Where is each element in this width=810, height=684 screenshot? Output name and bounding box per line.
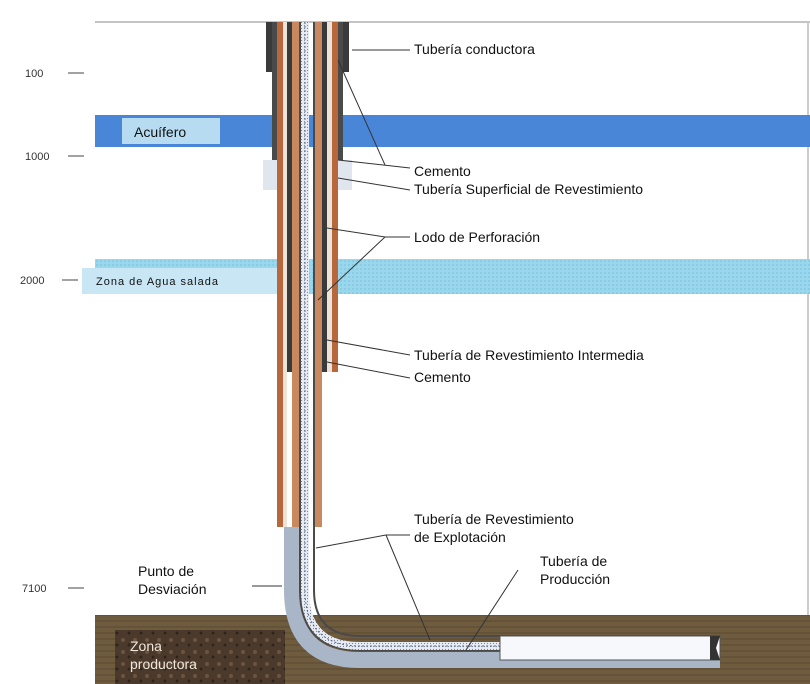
casing-brown-left	[277, 22, 283, 527]
leader-lines	[252, 49, 519, 651]
label-production-tubing-1: Tubería de	[540, 553, 607, 569]
saltwater-label-box	[82, 268, 280, 294]
depth-2000-label: 2000	[20, 275, 44, 287]
exploitation-casing-inner-wall-bottom	[313, 22, 720, 637]
label-deviation-point-1: Punto de	[138, 563, 194, 579]
depth-100-label: 100	[25, 68, 43, 80]
label-surface-casing: Tubería Superficial de Revestimiento	[414, 181, 643, 197]
horizontal-section	[499, 635, 721, 661]
label-exploitation-casing-1: Tubería de Revestimiento	[414, 511, 574, 527]
label-drilling-mud: Lodo de Perforación	[414, 229, 540, 245]
casing-brown-right	[332, 22, 338, 372]
surface-casing	[263, 22, 352, 190]
production-zone-label-1: Zona	[130, 638, 162, 654]
depth-1000-label: 1000	[25, 151, 49, 163]
conductor-pipe	[266, 22, 349, 72]
production-zone-label-2: productora	[130, 656, 197, 672]
cement-right	[327, 22, 332, 372]
production-zone-box	[115, 630, 285, 684]
label-intermediate-casing: Tubería de Revestimiento Intermedia	[414, 347, 644, 363]
intermediate-casing-right	[322, 22, 327, 372]
label-cement-1: Cemento	[414, 163, 471, 179]
drilling-mud-left	[292, 22, 300, 527]
label-production-tubing-2: Producción	[540, 571, 610, 587]
label-conductor-pipe: Tubería conductora	[414, 41, 535, 57]
cement-left	[283, 22, 287, 527]
production-tubing-dots	[304, 22, 500, 647]
label-exploitation-casing-2: de Explotación	[414, 529, 506, 545]
horizontal-end-cap	[710, 636, 720, 660]
intermediate-casing-left	[287, 22, 292, 372]
aquifer-label-box	[122, 118, 220, 144]
aquifer-label: Acuífero	[134, 124, 186, 140]
saltwater-label: Zona de Agua salada	[96, 276, 219, 288]
exploitation-casing	[284, 527, 720, 668]
depth-7100-label: 7100	[22, 583, 46, 595]
depth-scale: 100 1000 2000 7100	[20, 68, 84, 595]
label-deviation-point-2: Desviación	[138, 581, 206, 597]
label-cement-2: Cemento	[414, 369, 471, 385]
drilling-mud-right	[314, 22, 322, 527]
